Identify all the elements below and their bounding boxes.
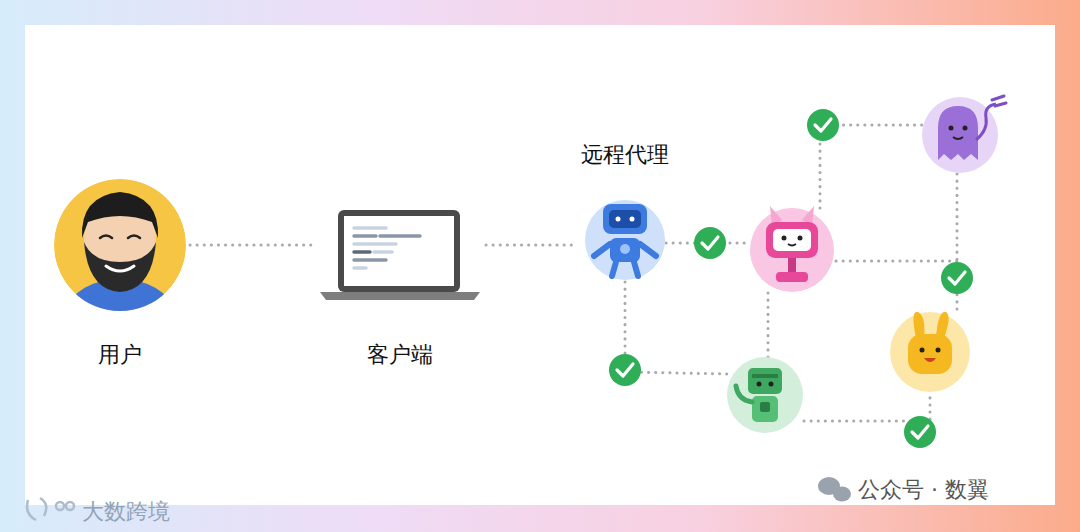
node-label: 远程代理	[581, 140, 669, 170]
node-label: 用户	[98, 340, 142, 370]
watermark-text: 大数跨境	[82, 498, 170, 526]
user-avatar: 用户	[54, 178, 186, 370]
dotted-connector	[190, 244, 314, 247]
client-laptop: 客户端	[318, 205, 482, 370]
dotted-connector	[486, 244, 573, 247]
watermark-text: 公众号 · 数翼	[858, 476, 989, 504]
remote-agent: 远程代理	[577, 140, 673, 282]
node-label: 客户端	[367, 340, 433, 370]
